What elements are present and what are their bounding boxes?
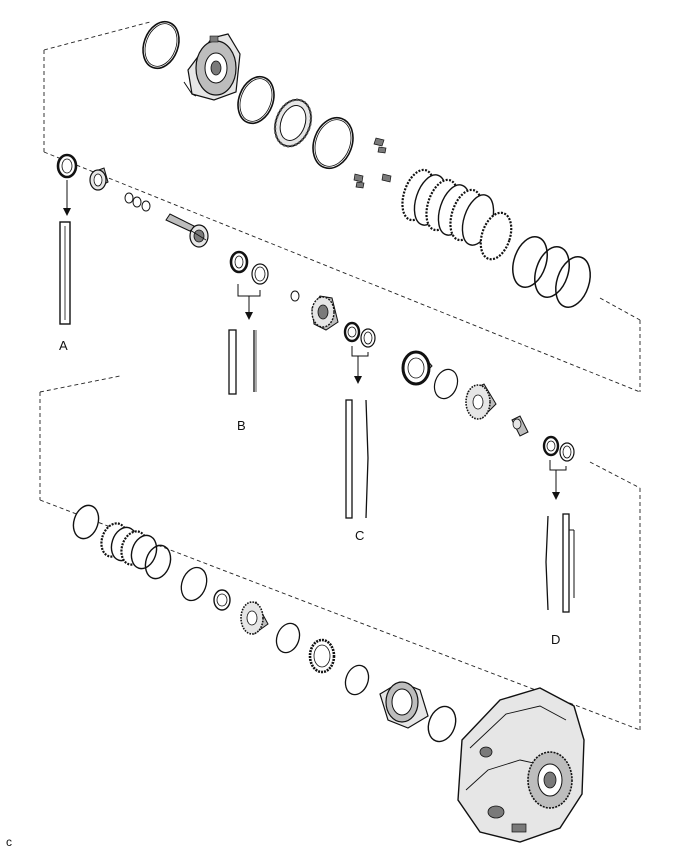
snap-ring-lower-3 <box>427 705 457 743</box>
bearing-race-c1 <box>343 321 361 343</box>
snap-ring-lower <box>180 566 208 602</box>
bearing-race-a <box>56 153 78 179</box>
bearing-race-c2 <box>360 328 376 348</box>
input-shaft <box>165 213 209 248</box>
label-b: B <box>237 418 246 433</box>
figure-code: c <box>6 835 12 849</box>
clutch-plates-lower <box>72 504 172 580</box>
sun-gear <box>465 383 497 420</box>
label-d: D <box>551 632 561 647</box>
seal-ring-top <box>237 75 275 125</box>
snap-ring-top <box>142 20 180 70</box>
seal-ring-lower <box>275 622 301 654</box>
label-c: C <box>355 528 365 543</box>
pinion-shaft <box>511 415 529 437</box>
bracket-c <box>351 346 369 357</box>
bearing-lower <box>308 638 336 674</box>
transaxle-case <box>457 687 585 843</box>
ring-gear-lower <box>240 601 269 635</box>
clutch-disc-pack <box>401 168 513 261</box>
oil-pump-housing <box>183 33 241 101</box>
bearing-a <box>89 167 109 191</box>
bearing-race-d2 <box>559 442 575 462</box>
dashed-boundary-upper <box>43 21 641 393</box>
section-view-d <box>545 513 575 613</box>
spring-clips <box>353 137 392 189</box>
bracket-b <box>237 284 261 297</box>
label-a: A <box>59 338 68 353</box>
snap-rings-right <box>512 236 591 308</box>
planetary-gear-hub <box>311 295 339 331</box>
clutch-drum-plate <box>273 98 313 148</box>
bearing-race-b1 <box>229 250 249 274</box>
small-rings <box>124 192 151 212</box>
section-view-b <box>228 329 257 395</box>
section-view-c <box>345 399 369 519</box>
bracket-d <box>549 460 567 471</box>
bearing-race-d1 <box>542 435 560 457</box>
small-ring-c <box>290 290 300 302</box>
section-view-a <box>59 221 71 325</box>
clutch-drum-lower <box>379 681 429 729</box>
snap-ring-lower-2 <box>344 664 370 696</box>
thrust-washer-lower <box>213 589 231 611</box>
oil-seal-drum <box>401 350 433 386</box>
snap-ring-mid <box>433 368 459 400</box>
bearing-race-b2 <box>251 263 269 285</box>
snap-ring-large <box>312 116 354 170</box>
